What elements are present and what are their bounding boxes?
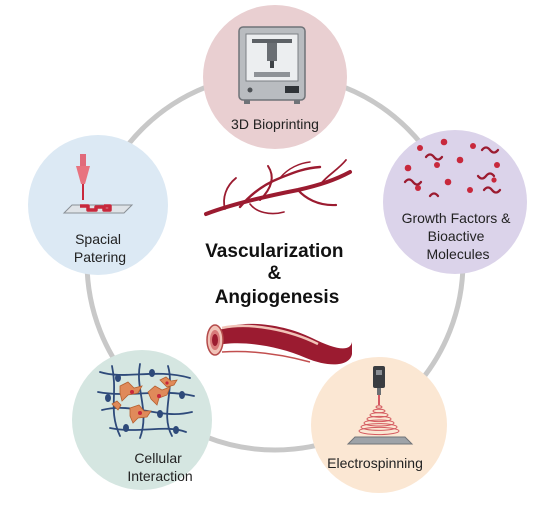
node-electrospinning: Electrospinning [311,357,447,493]
node-circle [72,350,212,490]
label-line: Cellular [134,450,182,466]
electrospinning-nozzle-icon [346,366,414,445]
center-title-line: & [267,263,281,284]
label-line: Patering [74,249,126,265]
growth-factor-molecules-icon [403,138,502,198]
label-line: Spacial [75,231,121,247]
label-line: Interaction [127,468,192,484]
node-label-spatial-patterning: Spacial Patering [74,231,126,265]
center-title: Vascularization & Angiogenesis [205,241,349,308]
label-line: 3D Bioprinting [231,116,319,132]
capillary-network-icon [204,159,352,216]
node-growth-factors: Growth Factors & Bioactive Molecules [383,130,527,274]
node-label-cellular-interaction: Cellular Interaction [127,450,192,484]
node-label-3d-bioprinting: 3D Bioprinting [231,116,319,132]
node-label-electrospinning: Electrospinning [327,455,423,471]
cell-fiber-network-icon [97,363,195,439]
label-line: Electrospinning [327,455,423,471]
label-line: Growth Factors & [402,210,512,226]
label-line: Bioactive [428,228,485,244]
node-cellular-interaction: Cellular Interaction [72,350,212,490]
blood-vessel-section-icon [206,323,352,365]
node-label-growth-factors: Growth Factors & Bioactive Molecules [402,210,515,262]
node-3d-bioprinting: 3D Bioprinting [203,5,347,149]
node-circle [383,130,527,274]
node-circle [311,357,447,493]
label-line: Molecules [426,246,489,262]
center-title-line: Angiogenesis [215,287,340,308]
node-spatial-patterning: Spacial Patering [28,135,168,275]
extrusion-nozzle-icon [62,154,134,214]
center-title-line: Vascularization [205,241,343,262]
3d-bioprinter-icon [238,26,306,104]
